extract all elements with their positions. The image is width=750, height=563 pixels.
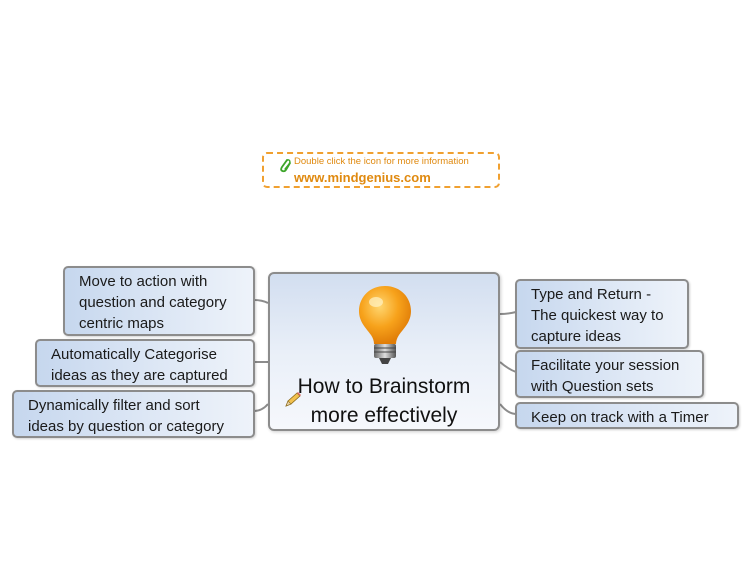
branch-dynamically-filter[interactable]: Dynamically filter and sort ideas by que… [12, 390, 255, 438]
connector-right-2 [499, 361, 517, 373]
info-note[interactable]: Double click the icon for more informati… [262, 152, 500, 188]
central-title-line: more effectively [310, 404, 458, 427]
pencil-icon[interactable] [284, 392, 302, 408]
branch-text-line: ideas by question or category [28, 418, 224, 435]
note-instruction: Double click the icon for more informati… [294, 156, 469, 167]
branch-type-and-return[interactable]: Type and Return - The quickest way to ca… [515, 279, 689, 349]
connector-left-3 [253, 403, 269, 412]
central-topic-title: How to Brainstorm more effectively [270, 372, 498, 430]
branch-text-line: Keep on track with a Timer [531, 409, 709, 426]
connector-right-3 [499, 403, 517, 415]
central-topic[interactable]: How to Brainstorm more effectively [268, 272, 500, 431]
branch-facilitate-session[interactable]: Facilitate your session with Question se… [515, 350, 704, 398]
connector-left-1 [253, 299, 269, 304]
branch-text-line: capture ideas [531, 328, 622, 345]
branch-text-line: with Question sets [531, 378, 654, 395]
branch-text-line: ideas as they are captured [51, 367, 228, 384]
branch-text-line: The quickest way to [531, 307, 664, 324]
paperclip-icon[interactable] [278, 157, 292, 173]
branch-text-line: question and category [79, 294, 227, 311]
branch-keep-on-track[interactable]: Keep on track with a Timer [515, 402, 739, 429]
branch-text-line: Dynamically filter and sort [28, 397, 200, 414]
connector-right-1 [499, 311, 517, 315]
branch-text-line: Move to action with [79, 273, 208, 290]
central-title-line: How to Brainstorm [297, 375, 471, 398]
note-link[interactable]: www.mindgenius.com [294, 170, 431, 185]
branch-text-line: Automatically Categorise [51, 346, 217, 363]
branch-text-line: Type and Return - [531, 286, 652, 303]
branch-automatically-categorise[interactable]: Automatically Categorise ideas as they a… [35, 339, 255, 387]
branch-move-to-action[interactable]: Move to action with question and categor… [63, 266, 255, 336]
lightbulb-icon [359, 286, 411, 364]
branch-text-line: centric maps [79, 315, 165, 332]
branch-text-line: Facilitate your session [531, 357, 680, 374]
